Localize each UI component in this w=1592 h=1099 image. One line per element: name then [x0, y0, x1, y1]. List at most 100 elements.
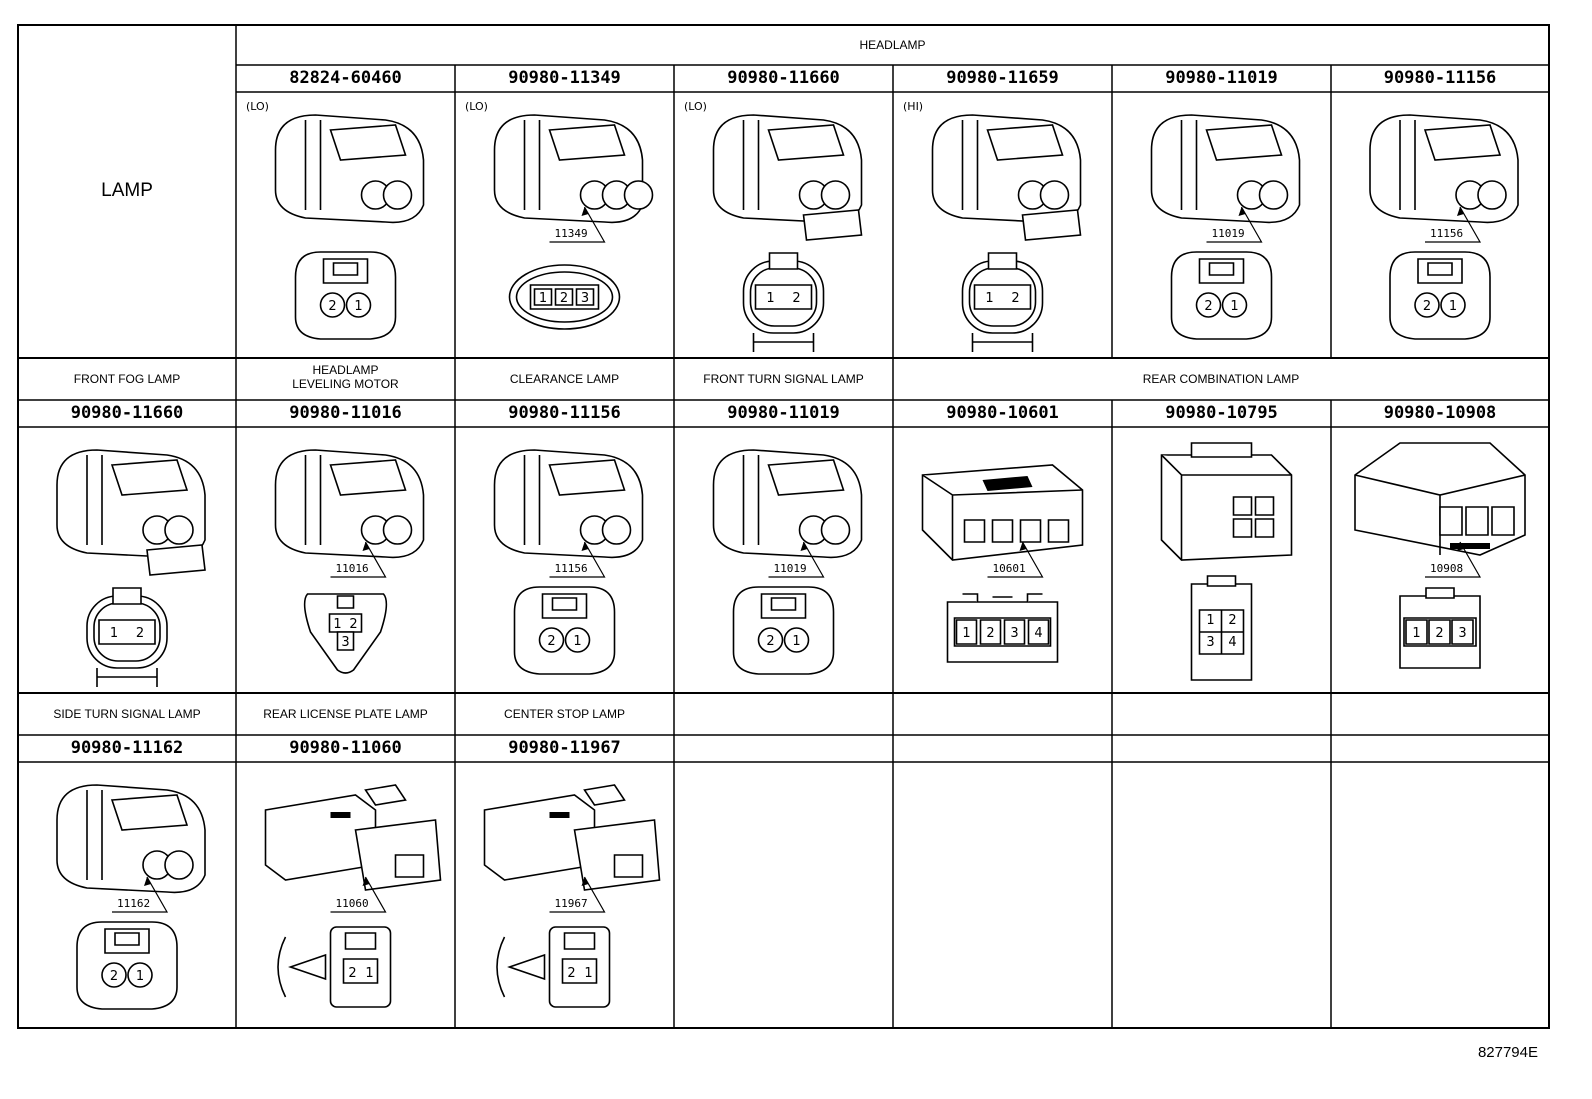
connector-body	[933, 115, 1081, 240]
sub-label-lo: (LO)	[246, 100, 269, 113]
pin-label: 1	[110, 626, 118, 641]
pin-label: 2	[560, 291, 568, 306]
part-number: 90980-11016	[289, 403, 402, 423]
callout-label: 11349	[554, 227, 588, 240]
pin-label: 4	[1034, 626, 1042, 641]
connector-body	[57, 785, 205, 892]
callout-leader	[236, 762, 455, 1022]
sub-label-lo: (LO)	[684, 100, 707, 113]
pin-label: 3	[581, 291, 589, 306]
label-clearance-lamp: CLEARANCE LAMP	[509, 372, 620, 386]
sub-label-hi: (HI)	[903, 100, 924, 113]
pin-label: 2	[1011, 291, 1019, 306]
pin-label: 3	[1010, 626, 1018, 641]
sub-label-lo: (LO)	[465, 100, 488, 113]
pin-label: 1	[1230, 299, 1238, 314]
pin-label: 2	[110, 969, 118, 984]
part-number: 90980-10908	[1383, 403, 1497, 423]
part-number: 90980-11660	[727, 68, 840, 88]
pin-label: 2	[766, 634, 774, 649]
label-rear-license-plate-lamp: REAR LICENSE PLATE LAMP	[263, 707, 428, 721]
callout-label: 11162	[117, 897, 151, 910]
label-front-turn-signal-lamp: FRONT TURN SIGNAL LAMP	[703, 372, 864, 386]
pin-label: 3	[341, 635, 349, 650]
callout-label: 11156	[1430, 227, 1464, 240]
figure-id: 827794E	[1477, 1044, 1538, 1061]
pin-label: 1	[766, 291, 774, 306]
pin-label: 1	[985, 291, 993, 306]
part-number: 90980-10601	[946, 403, 1059, 423]
connector-body	[495, 115, 653, 222]
callout-label: 11060	[335, 897, 369, 910]
part-number: 90980-11660	[70, 403, 184, 423]
pin-label: 2	[1423, 299, 1431, 314]
pin-label: 2	[136, 626, 144, 641]
callout-leader	[674, 427, 893, 687]
pin-label: 4	[1228, 635, 1236, 650]
callout-label: 11967	[554, 897, 588, 910]
part-number: 90980-11156	[508, 403, 621, 423]
connector-body	[714, 450, 862, 557]
pin-label: 1	[365, 966, 373, 981]
pin-label: 2	[1228, 613, 1236, 628]
callout-leader	[236, 427, 455, 687]
connector-body	[266, 785, 441, 890]
pin-label: 1	[333, 617, 341, 632]
pin-label: 1	[1449, 299, 1457, 314]
pin-label: 1	[584, 966, 592, 981]
row-header-lamp: LAMP	[101, 180, 153, 201]
connector-body	[495, 450, 643, 557]
connector-body	[1370, 115, 1518, 222]
pin-label: 1	[573, 634, 581, 649]
callout-label: 11019	[1211, 227, 1245, 240]
pin-label: 1	[136, 969, 144, 984]
callout-leader	[18, 762, 236, 1022]
pin-label: 2	[567, 966, 575, 981]
part-number: 90980-11019	[727, 403, 840, 423]
label-headlamp-leveling-motor: HEADLAMP LEVELING MOTOR	[236, 363, 455, 391]
callout-leader	[455, 762, 674, 1022]
pin-label: 3	[1458, 626, 1466, 641]
pin-label: 2	[349, 617, 357, 632]
callout-label: 11156	[554, 562, 588, 575]
connector-body	[1162, 443, 1292, 560]
part-number: 90980-11060	[289, 738, 402, 758]
part-number: 90980-11967	[508, 738, 621, 758]
pin-label: 2	[1204, 299, 1212, 314]
connector-body	[1152, 115, 1300, 222]
callout-label: 10601	[992, 562, 1026, 575]
callout-leader	[455, 427, 674, 687]
pin-label: 1	[354, 299, 362, 314]
connector-body	[923, 465, 1083, 560]
callout-label: 11016	[335, 562, 369, 575]
part-number: 90980-11019	[1165, 68, 1278, 88]
pin-label: 2	[547, 634, 555, 649]
callout-leader	[1331, 92, 1549, 352]
callout-leader	[1112, 92, 1331, 352]
pin-label: 2	[1435, 626, 1443, 641]
group-label-rear-combination: REAR COMBINATION LAMP	[1142, 372, 1300, 386]
callout-label: 10908	[1430, 562, 1464, 575]
